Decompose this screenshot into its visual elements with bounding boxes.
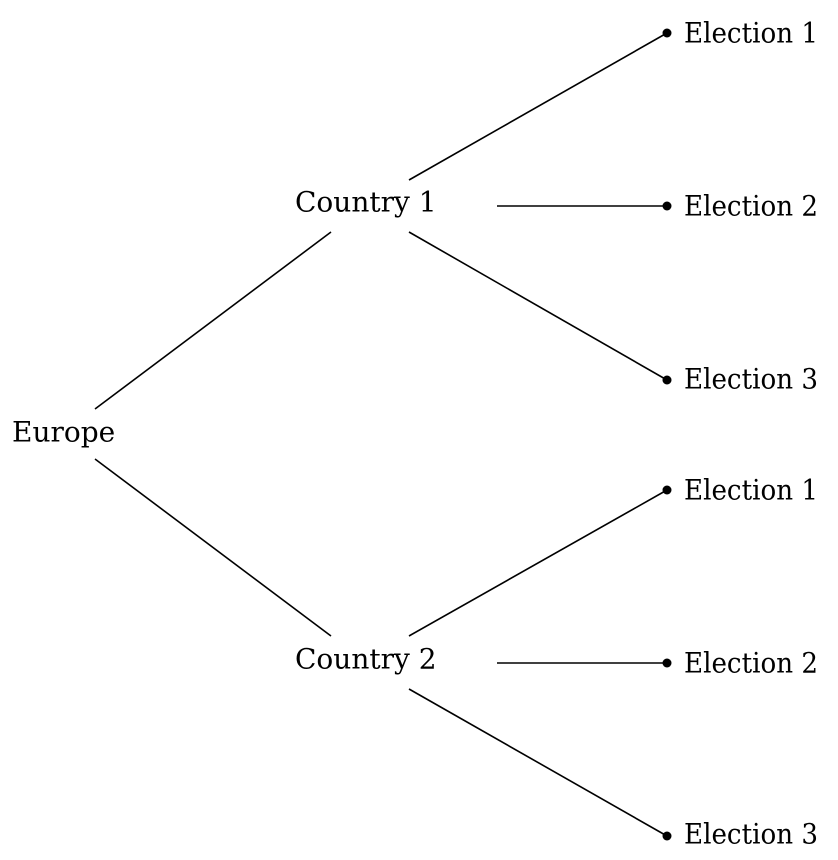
node-country-2-label: Country 2	[295, 643, 437, 676]
leaf-country-2-election-2-label: Election 2	[684, 647, 818, 680]
edge-europe-country-1	[94, 231, 332, 410]
edge-country-2-election-3	[408, 688, 668, 837]
node-root-label: Europe	[12, 416, 115, 449]
leaf-dot-country-2-election-3	[662, 831, 672, 841]
edge-country-1-election-3	[408, 231, 668, 381]
leaf-dot-country-2-election-1	[662, 485, 672, 495]
leaf-dot-country-2-election-2	[662, 658, 672, 668]
leaf-country-2-election-1-label: Election 1	[684, 474, 818, 507]
leaf-country-1-election-3-label: Election 3	[684, 363, 818, 396]
edge-country-1-election-1	[408, 32, 668, 181]
leaf-country-2-election-3-label: Election 3	[684, 818, 818, 851]
edge-europe-country-2	[94, 458, 332, 637]
node-country-1-label: Country 1	[295, 186, 437, 219]
leaf-dot-country-1-election-1	[662, 28, 672, 38]
leaf-dot-country-1-election-3	[662, 375, 672, 385]
leaf-country-1-election-2-label: Election 2	[684, 190, 818, 223]
leaf-country-1-election-1-label: Election 1	[684, 17, 818, 50]
leaf-dot-country-1-election-2	[662, 201, 672, 211]
edge-country-2-election-1	[408, 489, 668, 637]
